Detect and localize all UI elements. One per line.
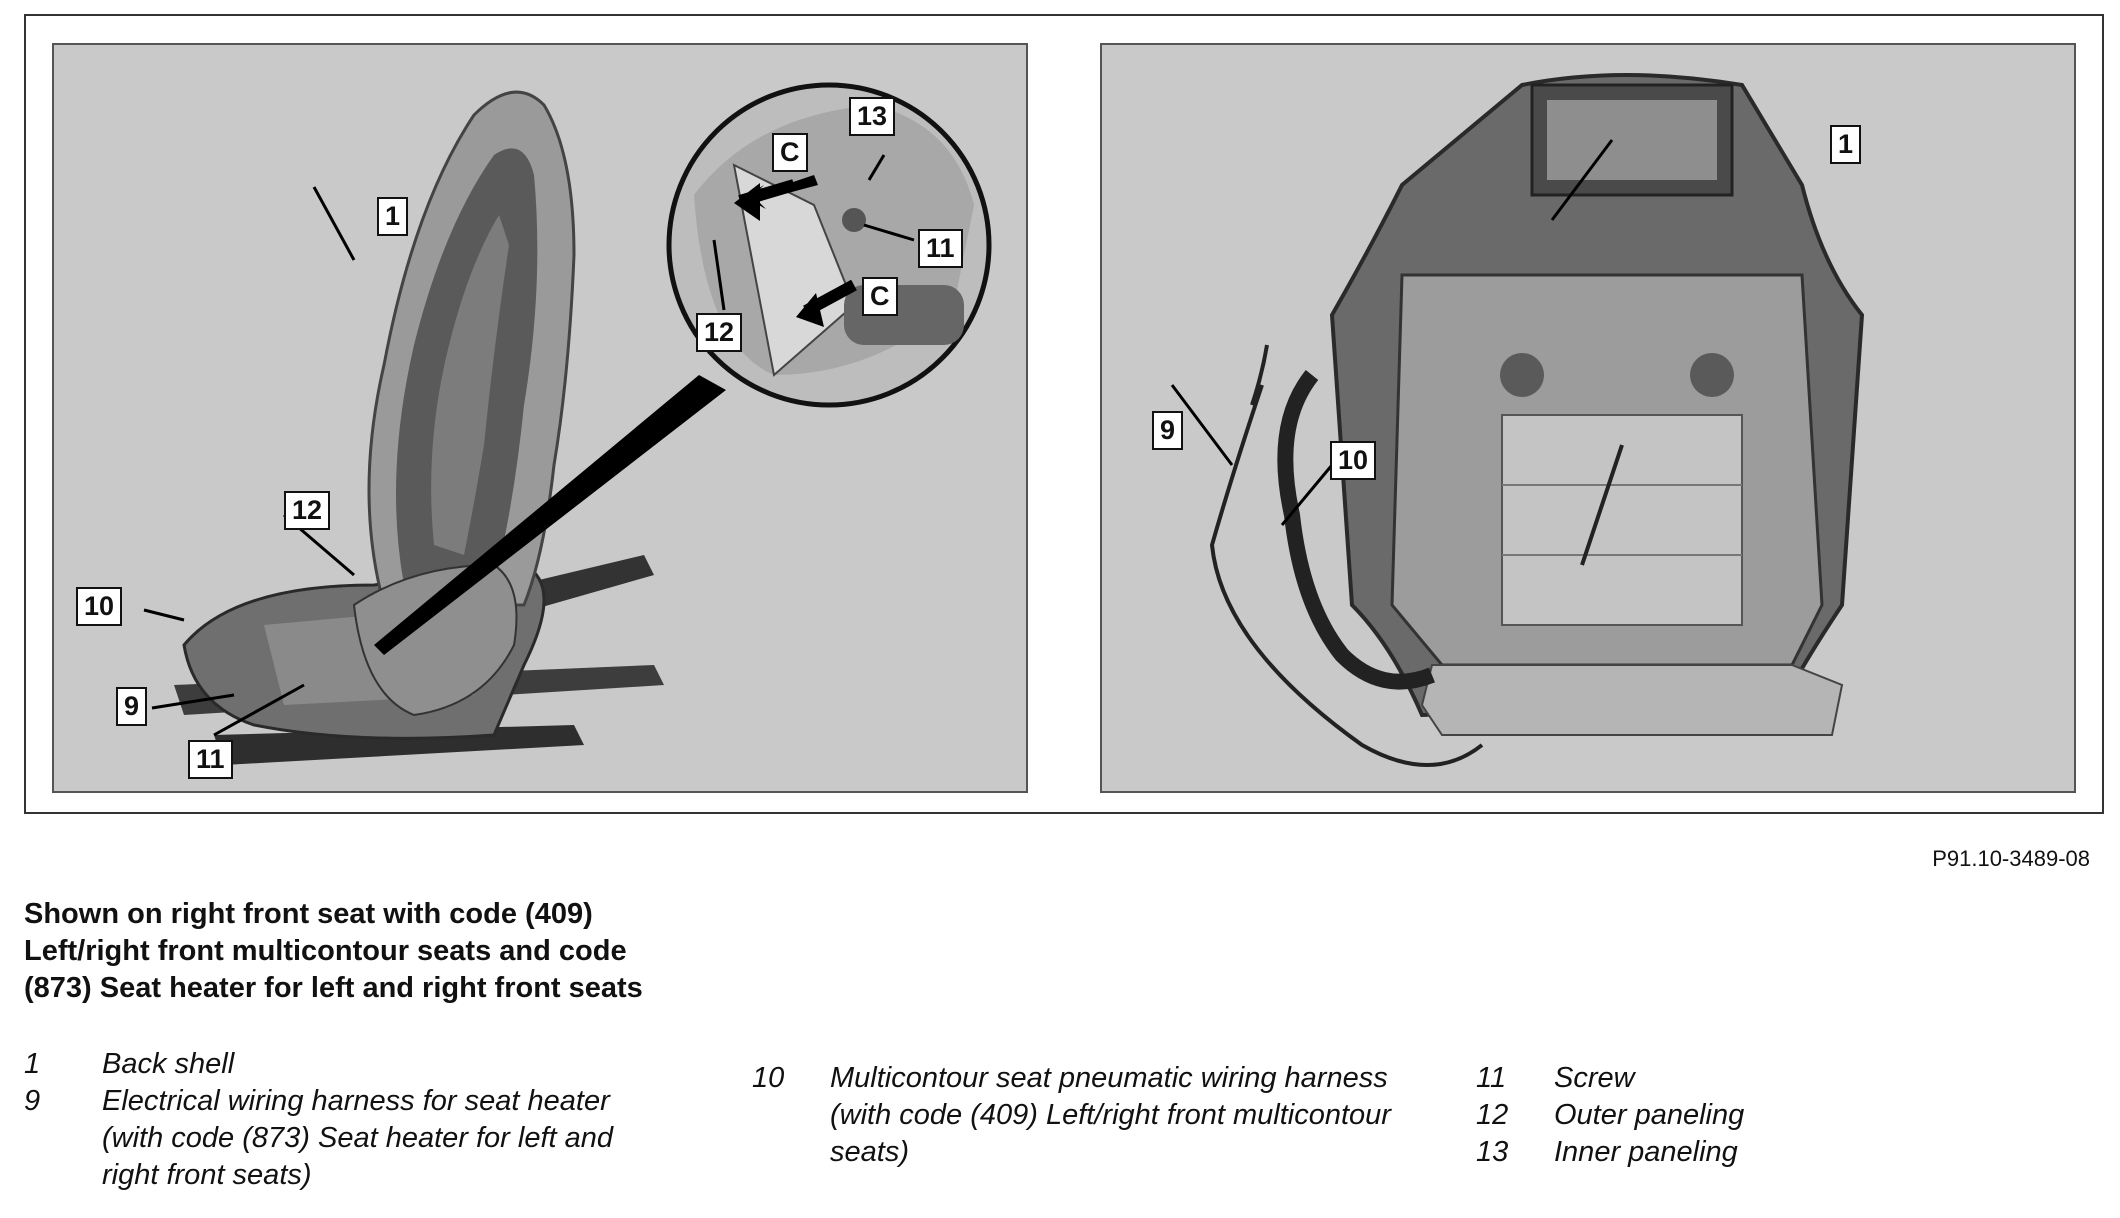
legend-text: Multicontour seat pneumatic wiring harne…: [830, 1062, 1388, 1094]
legend-item: 13 Inner paneling: [1476, 1134, 1976, 1171]
legend-number: 13: [1476, 1136, 1509, 1168]
legend-text: Electrical wiring harness for seat heate…: [102, 1085, 614, 1191]
callout-9: 9: [116, 687, 148, 726]
callout-10: 10: [76, 587, 123, 626]
left-photo-panel: 1 12 10 9 11 13 C 11 C 12: [52, 43, 1028, 793]
legend-column-1: 1 Back shell 9 Electrical wiring harness…: [24, 1046, 644, 1194]
legend-number: 9: [24, 1085, 41, 1117]
legend-item: 10 Multicontour seat pneumatic wiring ha…: [752, 1060, 1412, 1171]
legend-item: 9 Electrical wiring harness for seat hea…: [24, 1083, 644, 1194]
zoom-callout-11: 11: [918, 229, 963, 268]
legend-text: Inner paneling: [1554, 1136, 1738, 1168]
callout-9-right: 9: [1152, 411, 1184, 450]
zoom-callout-13: 13: [849, 97, 896, 136]
right-seat-illustration: [1170, 73, 1865, 767]
right-photo-panel: 1 9 10: [1100, 43, 2076, 793]
legend-number: 11: [1476, 1062, 1507, 1094]
callout-1: 1: [377, 197, 409, 236]
legend-item: 11 Screw: [1476, 1060, 1976, 1097]
callout-10-right: 10: [1330, 441, 1377, 480]
left-seat-illustration: [143, 82, 992, 765]
legend-text: Screw: [1554, 1062, 1635, 1094]
callout-12: 12: [284, 491, 331, 530]
zoom-callout-c-lower: C: [862, 277, 898, 316]
legend-item: 1 Back shell: [24, 1046, 644, 1083]
legend-item: 12 Outer paneling: [1476, 1097, 1976, 1134]
callout-11: 11: [188, 740, 233, 779]
zoom-callout-12: 12: [696, 313, 743, 352]
zoom-callout-c-upper: C: [772, 133, 808, 172]
legend-number: 1: [24, 1048, 41, 1080]
legend-column-2: 10 Multicontour seat pneumatic wiring ha…: [752, 1060, 1412, 1171]
legend-number: 12: [1476, 1099, 1509, 1131]
callout-1-right: 1: [1830, 125, 1862, 164]
legend-number: 10: [752, 1062, 785, 1094]
legend-text: Back shell: [102, 1048, 235, 1080]
figure-caption: Shown on right front seat with code (409…: [24, 898, 643, 1004]
legend-text: Outer paneling: [1554, 1099, 1745, 1131]
legend-text-block: Multicontour seat pneumatic wiring harne…: [830, 1060, 1412, 1171]
figure-frame: 1 12 10 9 11 13 C 11 C 12: [24, 14, 2104, 814]
legend-note: (with code (409) Left/right front multic…: [830, 1099, 1391, 1168]
legend-column-3: 11 Screw 12 Outer paneling 13 Inner pane…: [1476, 1060, 1976, 1171]
figure-reference-code: P91.10-3489-08: [1932, 846, 2090, 871]
